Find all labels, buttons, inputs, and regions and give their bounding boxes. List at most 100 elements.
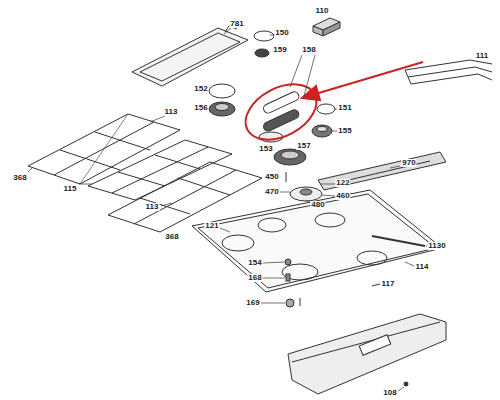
griddle-burner xyxy=(262,90,300,132)
burner-parts-stroke xyxy=(286,172,287,182)
leader-line-stroke xyxy=(220,228,230,232)
grate-stroke xyxy=(80,114,128,184)
griddle-stroke xyxy=(140,33,240,81)
burner-parts-stroke xyxy=(215,104,229,111)
cooktop-pan-stroke xyxy=(222,235,254,251)
fastener-stroke xyxy=(404,382,408,386)
leader-line-stroke xyxy=(398,387,404,391)
leader-line-stroke xyxy=(320,184,336,185)
callout-number: 156 xyxy=(193,104,208,112)
grate-stroke xyxy=(95,132,150,150)
highlight-stroke xyxy=(236,73,326,151)
cooktop-pan-stroke xyxy=(192,190,442,292)
burner-parts-stroke xyxy=(281,151,299,159)
burner-parts-stroke xyxy=(209,102,235,116)
grate-stroke xyxy=(60,150,120,170)
callout-number: 470 xyxy=(264,188,279,196)
callout-number: 113 xyxy=(164,108,179,116)
callout-number: 158 xyxy=(301,46,316,54)
fastener-stroke xyxy=(372,284,380,286)
burner-parts-stroke xyxy=(254,31,274,41)
callout-number: 159 xyxy=(272,46,287,54)
wire-harness-stroke xyxy=(405,70,411,84)
grate-stroke xyxy=(178,178,230,195)
callout-number: 781 xyxy=(229,20,244,28)
leader-line-stroke xyxy=(209,90,210,91)
callout-number: 368 xyxy=(12,174,27,182)
leader-line-stroke xyxy=(405,262,414,266)
callout-number: 157 xyxy=(296,142,311,150)
callout-number: 110 xyxy=(315,7,330,15)
leader-line-stroke xyxy=(332,131,337,132)
front-panel-stroke xyxy=(288,314,446,394)
clip-part-stroke xyxy=(323,22,340,36)
burner-parts-stroke xyxy=(255,49,269,57)
fastener-stroke xyxy=(286,274,290,281)
leader-line-stroke xyxy=(79,184,92,185)
burner-parts-stroke xyxy=(274,149,306,165)
callout-number: 155 xyxy=(337,127,352,135)
callout-number: 154 xyxy=(247,259,262,267)
leader-line-stroke xyxy=(290,55,302,87)
highlight-stroke xyxy=(312,62,423,95)
grate xyxy=(28,114,180,184)
grate-stroke xyxy=(155,155,200,169)
griddle-burner-stroke xyxy=(262,108,300,132)
leader-line-stroke xyxy=(263,278,285,279)
callout-number: 153 xyxy=(258,145,273,153)
front-panel xyxy=(288,314,446,394)
leader-line-stroke xyxy=(263,262,284,263)
leader-line-stroke xyxy=(390,166,400,168)
callout-number: 111 xyxy=(475,52,489,60)
cooktop-pan-stroke xyxy=(357,251,387,265)
grate-stroke xyxy=(118,172,165,186)
leader-line-stroke xyxy=(322,195,335,196)
callout-number: 460 xyxy=(335,192,350,200)
highlight xyxy=(236,62,423,151)
leader-line-stroke xyxy=(261,303,285,304)
leader-line-stroke xyxy=(224,28,231,34)
burner-parts-stroke xyxy=(290,187,322,201)
callout-number: 152 xyxy=(193,85,208,93)
fastener-stroke xyxy=(285,259,291,265)
callout-number: 150 xyxy=(274,29,289,37)
callout-number: 114 xyxy=(415,263,430,271)
leader-line-stroke xyxy=(28,168,32,172)
grate-stroke xyxy=(134,170,236,224)
callout-number: 168 xyxy=(247,274,262,282)
clip-part-stroke xyxy=(313,26,323,36)
leader-line-stroke xyxy=(150,116,165,122)
leader-line-stroke xyxy=(161,203,172,206)
leader-line-stroke xyxy=(304,55,315,96)
burner-parts-stroke xyxy=(209,84,235,98)
front-panel-stroke xyxy=(292,322,440,362)
callout-number: 480 xyxy=(310,201,325,209)
callout-number: 122 xyxy=(335,179,350,187)
callout-number: 121 xyxy=(204,222,219,230)
grate-stroke xyxy=(88,140,232,200)
fastener-stroke xyxy=(286,299,294,307)
burner-parts-stroke xyxy=(312,125,332,137)
callout-number: 113 xyxy=(145,203,160,211)
callout-number: 450 xyxy=(264,173,279,181)
callout-number: 151 xyxy=(337,104,352,112)
cooktop-pan-stroke xyxy=(372,236,425,246)
callout-number: 1130 xyxy=(427,242,446,250)
fastener-stroke xyxy=(300,298,301,306)
callout-number: 117 xyxy=(381,280,396,288)
callout-number: 108 xyxy=(382,389,397,397)
cooktop-pan-stroke xyxy=(258,218,286,232)
callout-number: 169 xyxy=(245,299,260,307)
grate-stroke xyxy=(28,114,180,184)
burner-parts-stroke xyxy=(300,189,312,195)
burner-parts-stroke xyxy=(317,127,327,132)
griddle xyxy=(132,26,248,86)
leader-line-stroke xyxy=(280,192,290,193)
griddle-stroke xyxy=(132,28,248,86)
callout-number: 368 xyxy=(164,233,179,241)
clip-part xyxy=(313,18,340,36)
cooktop-pan xyxy=(192,190,442,292)
cooktop-pan-stroke xyxy=(282,264,318,280)
